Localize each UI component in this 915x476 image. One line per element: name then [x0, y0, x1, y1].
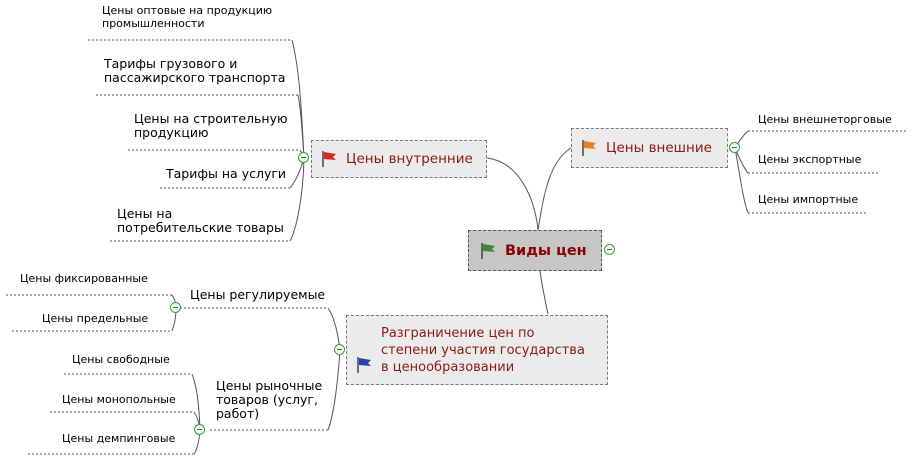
leaf-dumping-prices: Цены демпинговые — [62, 432, 176, 445]
leaf-free-prices: Цены свободные — [72, 353, 170, 366]
node-state-participation[interactable]: Разграничение цен по степени участия гос… — [346, 315, 608, 385]
leaf-construction-prices: Цены на строительную продукцию — [134, 111, 288, 140]
leaf-foreign-trade-prices: Цены внешнеторговые — [758, 113, 892, 126]
collapse-toggle-icon[interactable] — [729, 142, 740, 153]
collapse-toggle-icon[interactable] — [298, 152, 309, 163]
center-title: Виды цен — [505, 242, 587, 259]
leaf-service-tariffs: Тарифы на услуги — [166, 166, 287, 181]
leaf-monopoly-prices: Цены монопольные — [62, 393, 176, 406]
collapse-toggle-icon[interactable] — [604, 244, 615, 255]
node-external-prices[interactable]: Цены внешние — [571, 128, 728, 168]
leaf-import-prices: Цены импортные — [758, 193, 859, 206]
leaf-transport-tariffs: Тарифы грузового и пассажирского транспо… — [104, 56, 286, 85]
leaf-fixed-prices: Цены фиксированные — [20, 272, 148, 285]
collapse-toggle-icon[interactable] — [194, 424, 205, 435]
leaf-export-prices: Цены экспортные — [758, 153, 862, 166]
flag-icon — [357, 357, 371, 373]
collapse-toggle-icon[interactable] — [170, 302, 181, 313]
node-label: Цены внешние — [606, 140, 712, 156]
flag-icon — [582, 140, 596, 156]
leaf-consumer-goods-prices: Цены на потребительские товары — [117, 206, 284, 235]
center-node[interactable]: Виды цен — [468, 230, 602, 271]
node-internal-prices[interactable]: Цены внутренние — [311, 140, 487, 178]
flag-icon — [481, 242, 495, 259]
node-label: Разграничение цен по степени участия гос… — [381, 325, 585, 375]
node-label: Цены внутренние — [346, 151, 473, 167]
collapse-toggle-icon[interactable] — [334, 344, 345, 355]
flag-icon — [322, 151, 336, 167]
node-regulated-prices[interactable]: Цены регулируемые — [190, 287, 326, 302]
leaf-limit-prices: Цены предельные — [42, 312, 149, 325]
node-market-prices[interactable]: Цены рыночные товаров (услуг, работ) — [216, 378, 323, 421]
leaf-wholesale-prices: Цены оптовые на продукцию промышленности — [102, 4, 273, 30]
